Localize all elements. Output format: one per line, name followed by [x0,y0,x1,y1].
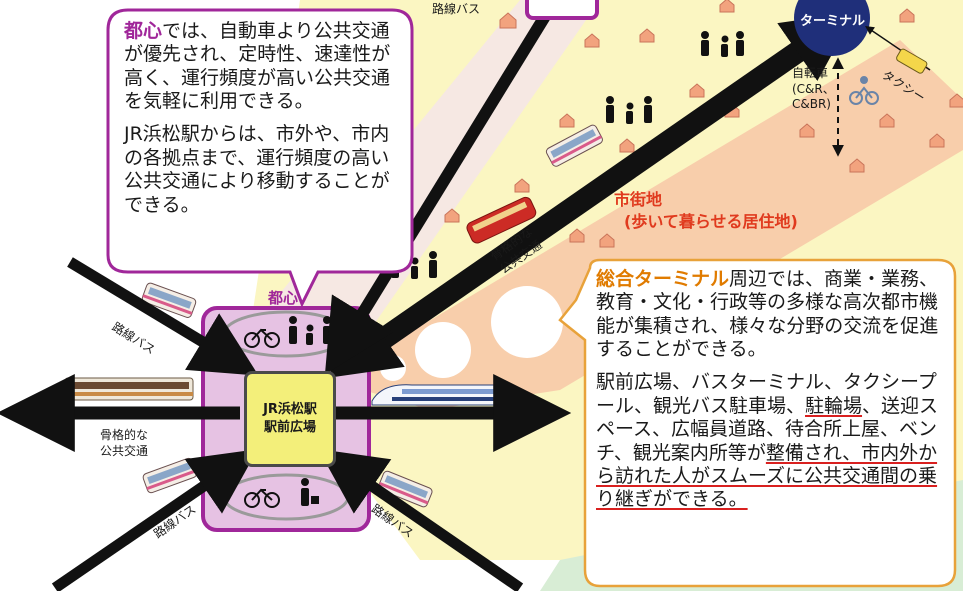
kokkaku-label-left: 骨格的な 公共交通 [100,428,148,459]
terminal-label: ターミナル [800,14,866,29]
terminal-para2-text-b: 、送迎スペース、広幅員道路、待合所上屋、ベンチ、観光案内所等が [596,394,939,464]
top-box-fragment [525,0,599,20]
open-space-circle [380,355,406,381]
bicycle-label-line3: C&BR) [792,97,831,112]
terminal-para1: 総合ターミナル周辺では、商業・業務、教育・文化・行政等の多様な高次都市機能が集積… [596,268,948,361]
toshin-bubble-text: 都心では、自動車より公共交通が優先され、定時性、速達性が高く、運行頻度が高い公共… [124,20,406,217]
shigaichi-label-line2: (歩いて暮らせる居住地) [624,212,798,231]
local-train-icon [64,377,194,401]
terminal-highlight: 総合ターミナル [596,268,730,290]
toshin-area-label: 都心 [268,289,299,307]
shigaichi-label-line1: 市街地 [614,190,663,209]
transit-arrows [0,0,856,591]
station-label-line1: JR浜松駅 [263,402,317,418]
bicycle-label: 自転車 (C&R、 C&BR) [792,66,835,113]
kokkaku-line1: 骨格的な [100,428,149,442]
toshin-para2: JR浜松駅からは、市外や、市内の各拠点まで、運行頻度の高い公共交通により移動する… [124,123,390,216]
kokkaku-line2: 公共交通 [100,443,149,458]
bicycle-label-line1: 自転車 [792,66,829,80]
terminal-para2: 駅前広場、バスターミナル、タクシープール、観光バス駐車場、駐輪場、送迎スペース、… [596,371,948,511]
terminal-para2-underline-1: 駐輪場 [805,394,863,417]
cyclist-icon [849,76,879,105]
terminal-bubble [558,258,957,588]
toshin-para1: 都心では、自動車より公共交通が優先され、定時性、速達性が高く、運行頻度が高い公共… [124,20,406,113]
shinkansen-icon [371,384,501,406]
taxi-icon [896,48,928,74]
toshin-bubble [106,8,414,308]
terminal-para2-text-a: 駅前広場、バスターミナル、タクシープール、観光バス駐車場、 [596,371,937,417]
station-label-line2: 駅前広場 [263,420,316,435]
terminal-circle [794,0,870,56]
toshin-highlight: 都心 [124,20,163,42]
jr-hamamatsu-station-box: JR浜松駅 駅前広場 [244,371,336,467]
open-space-circle [491,286,563,358]
terminal-para2-underline-2: 整備され、市内外から訪れた人がスムーズに公共交通間の乗り継ぎができる。 [596,441,938,511]
bicycle-label-line2: (C&R、 [792,81,835,96]
toshin-para1-text: では、自動車より公共交通が優先され、定時性、速達性が高く、運行頻度が高い公共交通… [124,20,391,113]
rosen-bus-label: 路線バス [432,2,481,16]
open-space-circle [415,322,471,378]
terminal-bubble-text: 総合ターミナル周辺では、商業・業務、教育・文化・行政等の多様な高次都市機能が集積… [596,268,948,512]
terminal-para1-text: 周辺では、商業・業務、教育・文化・行政等の多様な高次都市機能が集積され、様々な分… [596,268,939,361]
